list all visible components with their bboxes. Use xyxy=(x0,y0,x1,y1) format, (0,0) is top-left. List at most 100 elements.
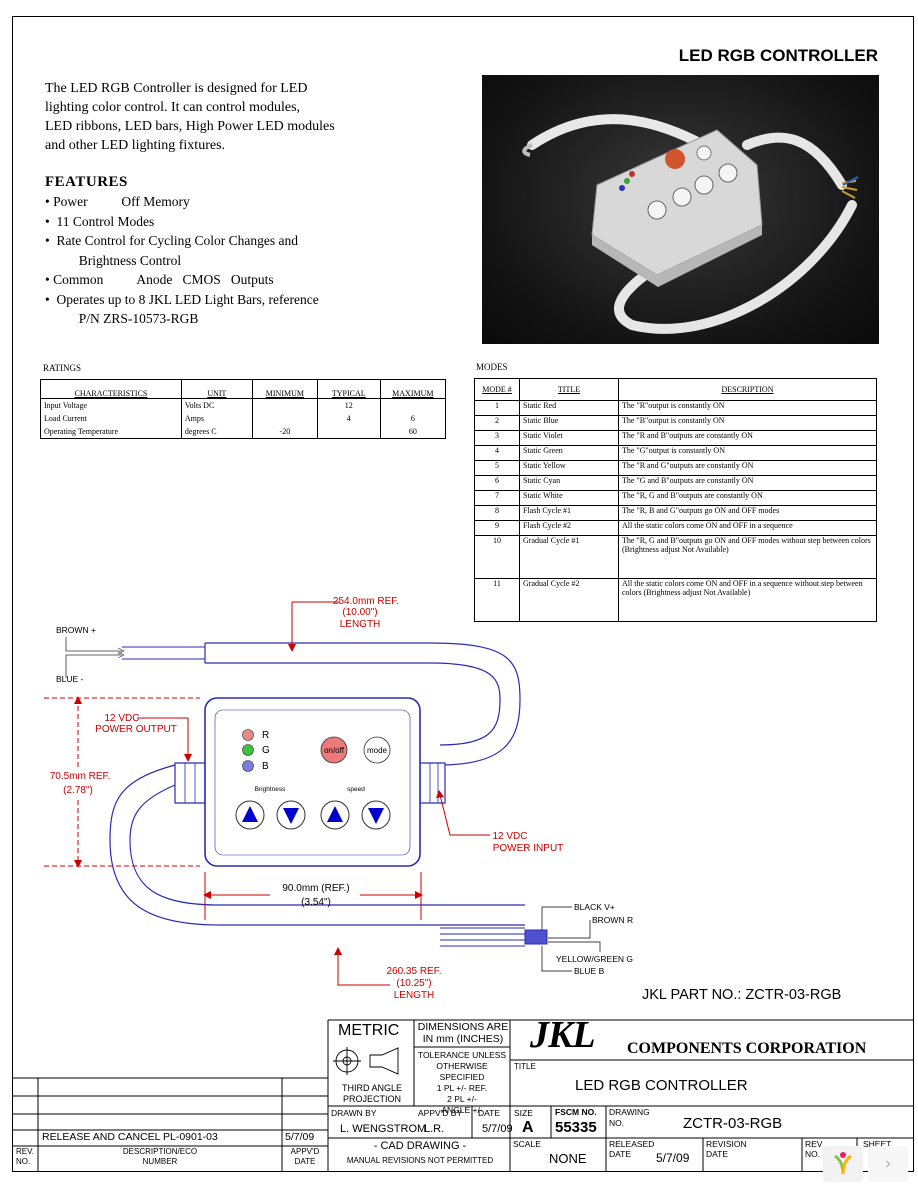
appvd-header: APPV'D DATE xyxy=(282,1147,328,1167)
length-top-dim: 254.0mm REF. xyxy=(333,596,399,607)
mechanical-drawing: R G B on/off mode Brightness speed 254.0… xyxy=(44,596,633,1001)
ratings-header: MAXIMUM xyxy=(379,379,447,399)
table-cell xyxy=(379,398,447,412)
page-title: LED RGB CONTROLLER xyxy=(678,46,878,65)
manual-revisions-note: MANUAL REVISIONS NOT PERMITTED xyxy=(346,1156,494,1165)
rev-header-line: REV. xyxy=(16,1147,34,1156)
feature-item: • Rate Control for Cycling Color Changes… xyxy=(45,233,298,248)
tolerance-line: 1 PL +/- REF. xyxy=(436,1083,488,1093)
led-b-indicator xyxy=(242,760,254,772)
rev-history-date: 5/7/09 xyxy=(285,1131,315,1143)
table-cell: Volts DC xyxy=(180,398,253,412)
table-cell: Input Voltage xyxy=(40,398,182,412)
cad-drawing-note: - CAD DRAWING - xyxy=(373,1140,467,1152)
drawing-title: LED RGB CONTROLLER xyxy=(575,1077,748,1094)
table-cell: Flash Cycle #2 xyxy=(519,520,619,536)
photo-onoff-button xyxy=(665,149,685,169)
intro-line: LED ribbons, LED bars, High Power LED mo… xyxy=(45,119,335,134)
scale-label: SCALE xyxy=(513,1139,541,1149)
intro-text: The LED RGB Controller is designed for L… xyxy=(45,79,355,155)
drawn-by: L. WENGSTROM xyxy=(340,1123,427,1135)
table-cell: Operating Temperature xyxy=(40,425,182,439)
table-cell: 7 xyxy=(474,490,520,506)
feature-item: • Power Off Memory xyxy=(45,194,190,209)
table-cell: Static Yellow xyxy=(519,460,619,476)
table-cell: 5 xyxy=(474,460,520,476)
appvd-header-line: DATE xyxy=(294,1157,316,1166)
released-label: RELEASED xyxy=(609,1139,655,1149)
table-cell: The "R, G and B"outputs go ON and OFF mo… xyxy=(618,535,877,579)
table-cell xyxy=(251,398,318,412)
metric-label: METRIC xyxy=(338,1022,400,1039)
onoff-button xyxy=(320,736,348,764)
width-inch: (3.54") xyxy=(301,897,331,908)
sheet-label: SHEET xyxy=(863,1139,892,1149)
table-cell: 3 xyxy=(474,430,520,446)
date-label: DATE xyxy=(478,1108,501,1118)
dimensions-line: IN mm (INCHES) xyxy=(422,1033,504,1045)
table-cell: 1 xyxy=(474,400,520,416)
table-row: Load Current Amps 4 6 xyxy=(40,412,447,425)
height-dim: 70.5mm REF. xyxy=(50,771,111,782)
table-cell: Static Green xyxy=(519,445,619,461)
table-cell: 10 xyxy=(474,535,520,579)
power-input-volt: 12 VDC xyxy=(492,831,527,842)
feature-item: P/N ZRS-10573-RGB xyxy=(45,311,199,326)
table-cell: Static Cyan xyxy=(519,475,619,491)
table-cell xyxy=(316,425,381,439)
led-r-indicator xyxy=(242,729,254,741)
table-cell xyxy=(251,412,318,425)
table-cell: Load Current xyxy=(40,412,182,425)
table-cell: The "R"output is constantly ON xyxy=(618,400,877,416)
table-cell: 11 xyxy=(474,578,520,622)
feature-item: • Operates up to 8 JKL LED Light Bars, r… xyxy=(45,291,319,307)
released-date-label: DATE xyxy=(609,1149,632,1159)
table-row: Operating Temperature degrees C -20 60 xyxy=(40,425,447,439)
table-cell: Gradual Cycle #2 xyxy=(519,578,619,622)
table-cell: Flash Cycle #1 xyxy=(519,505,619,521)
led-r-label: R xyxy=(262,730,269,741)
table-cell: Static Red xyxy=(519,400,619,416)
table-cell: The "R, B and G"outputs go ON and OFF mo… xyxy=(618,505,877,521)
speed-label: speed xyxy=(347,786,365,793)
tolerance-line: ANGLE +/- xyxy=(441,1105,483,1115)
height-inch: (2.78") xyxy=(63,785,93,796)
modes-header: TITLE xyxy=(519,378,619,401)
tolerance-line: TOLERANCE UNLESS xyxy=(417,1050,507,1060)
brown-plus-label: BROWN + xyxy=(56,625,96,635)
table-cell: 60 xyxy=(379,425,447,439)
description-header-line: DESCRIPTION/ECO xyxy=(122,1147,198,1156)
feature-item: • Common Anode CMOS Outputs xyxy=(45,272,274,287)
power-output-label: POWER OUTPUT xyxy=(95,724,177,735)
brightness-label: Brightness xyxy=(255,786,286,793)
tolerance-line: 2 PL +/- xyxy=(447,1094,477,1104)
table-cell: The "R and B"outputs are constantly ON xyxy=(618,430,877,446)
table-cell: The "B"output is constantly ON xyxy=(618,415,877,431)
power-input-label: POWER INPUT xyxy=(493,843,564,854)
apprvd: L.R. xyxy=(424,1123,445,1135)
controller-photo-illustration xyxy=(522,114,859,334)
table-cell: 9 xyxy=(474,520,520,536)
viewer-logo-icon[interactable] xyxy=(823,1146,863,1182)
ratings-header: TYPICAL xyxy=(316,379,381,399)
blue-minus-label: BLUE - xyxy=(56,674,84,684)
drawing-number: ZCTR-03-RGB xyxy=(683,1115,783,1132)
modes-label: MODES xyxy=(476,362,508,372)
led-b-label: B xyxy=(262,761,269,772)
next-page-icon[interactable]: › xyxy=(868,1146,908,1182)
released-date: 5/7/09 xyxy=(656,1151,690,1165)
table-cell: The "R and G"outputs are constantly ON xyxy=(618,460,877,476)
rev-label: REV xyxy=(805,1139,823,1149)
rev-history-desc: RELEASE AND CANCEL PL-0901-03 xyxy=(42,1131,218,1143)
table-cell: 2 xyxy=(474,415,520,431)
revision-date-label: DATE xyxy=(706,1149,729,1159)
appvd-header-line: APPV'D xyxy=(290,1147,320,1156)
led-g-indicator xyxy=(242,744,254,756)
top-cable-outline xyxy=(205,642,521,766)
fscm-label: FSCM NO. xyxy=(555,1107,597,1117)
